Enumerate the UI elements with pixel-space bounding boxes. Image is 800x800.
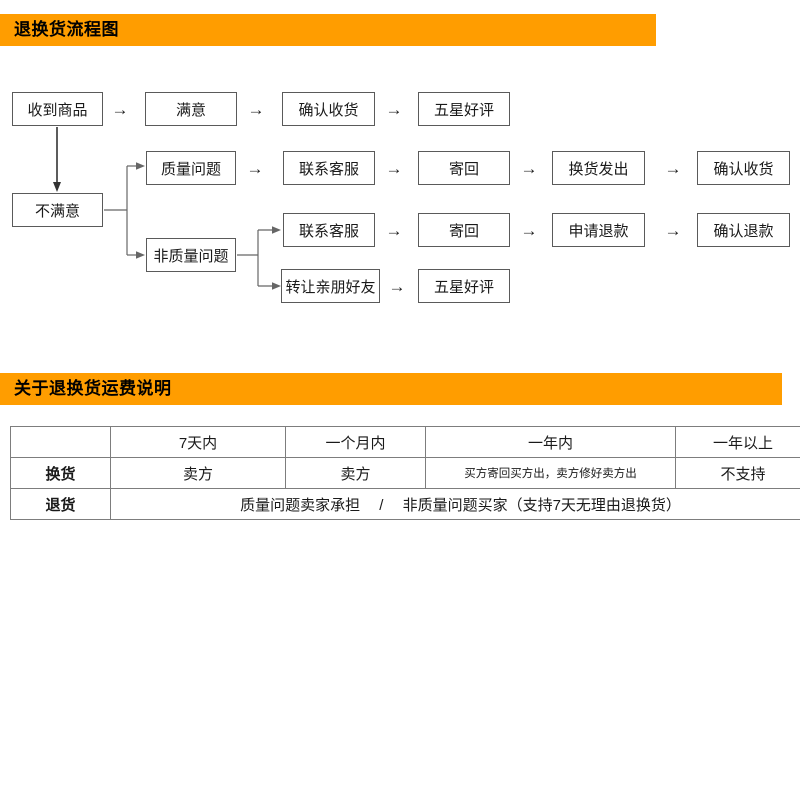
arrow-icon: →: [664, 220, 682, 240]
node-unsatisfied[interactable]: 不满意: [12, 193, 103, 227]
node-confirm-refund[interactable]: 确认退款: [697, 213, 790, 247]
cell-exchange-1-month: 卖方: [285, 457, 426, 489]
node-exchange-sent[interactable]: 换货发出: [552, 151, 645, 185]
row-label-exchange: 换货: [10, 457, 111, 489]
cell-exchange-1-year: 买方寄回买方出，卖方修好卖方出: [425, 457, 676, 489]
node-contact-cs-2[interactable]: 联系客服: [283, 213, 375, 247]
arrow-icon: →: [385, 220, 403, 240]
column-header-1-year: 一年内: [425, 426, 676, 458]
node-contact-cs-1[interactable]: 联系客服: [283, 151, 375, 185]
arrow-icon: →: [246, 158, 264, 178]
node-received[interactable]: 收到商品: [12, 92, 103, 126]
shipping-fee-table: 7天内 一个月内 一年内 一年以上 换货 卖方 卖方 买方寄回买方出，卖方修好卖…: [10, 426, 800, 520]
column-header-over-1-year: 一年以上: [675, 426, 800, 458]
node-transfer-friend[interactable]: 转让亲朋好友: [281, 269, 380, 303]
table-header-row: 7天内 一个月内 一年内 一年以上: [10, 426, 800, 458]
returns-flowchart: 收到商品 → 满意 → 确认收货 → 五星好评 不满意 质量问题 → 联系客服 …: [0, 0, 800, 360]
arrow-icon: →: [111, 99, 129, 119]
flowchart-section-title: 退换货流程图: [14, 20, 119, 39]
arrow-icon: →: [247, 99, 265, 119]
arrow-icon: →: [385, 99, 403, 119]
arrow-icon: →: [520, 220, 538, 240]
fee-section-title: 关于退换货运费说明: [14, 379, 172, 398]
node-five-star-1[interactable]: 五星好评: [418, 92, 510, 126]
node-quality-issue[interactable]: 质量问题: [146, 151, 236, 185]
column-header-1-month: 一个月内: [285, 426, 426, 458]
table-corner-cell: [10, 426, 111, 458]
table-row: 退货 质量问题卖家承担 / 非质量问题买家（支持7天无理由退换货）: [10, 488, 800, 520]
node-confirm-receipt-2[interactable]: 确认收货: [697, 151, 790, 185]
table-row: 换货 卖方 卖方 买方寄回买方出，卖方修好卖方出 不支持: [10, 457, 800, 489]
node-five-star-2[interactable]: 五星好评: [418, 269, 510, 303]
cell-return-policy: 质量问题卖家承担 / 非质量问题买家（支持7天无理由退换货）: [110, 488, 800, 520]
node-send-back-2[interactable]: 寄回: [418, 213, 510, 247]
row-label-return: 退货: [10, 488, 111, 520]
arrow-icon: →: [520, 158, 538, 178]
arrow-icon: →: [388, 276, 406, 296]
node-request-refund[interactable]: 申请退款: [552, 213, 645, 247]
cell-exchange-7-days: 卖方: [110, 457, 286, 489]
node-confirm-receipt[interactable]: 确认收货: [282, 92, 375, 126]
cell-exchange-over-1-year: 不支持: [675, 457, 800, 489]
arrow-icon: →: [385, 158, 403, 178]
flowchart-section-header: 退换货流程图: [0, 14, 656, 46]
column-header-7-days: 7天内: [110, 426, 286, 458]
fee-section-header: 关于退换货运费说明: [0, 373, 782, 405]
node-non-quality-issue[interactable]: 非质量问题: [146, 238, 236, 272]
arrow-icon: →: [664, 158, 682, 178]
node-satisfied[interactable]: 满意: [145, 92, 237, 126]
node-send-back-1[interactable]: 寄回: [418, 151, 510, 185]
